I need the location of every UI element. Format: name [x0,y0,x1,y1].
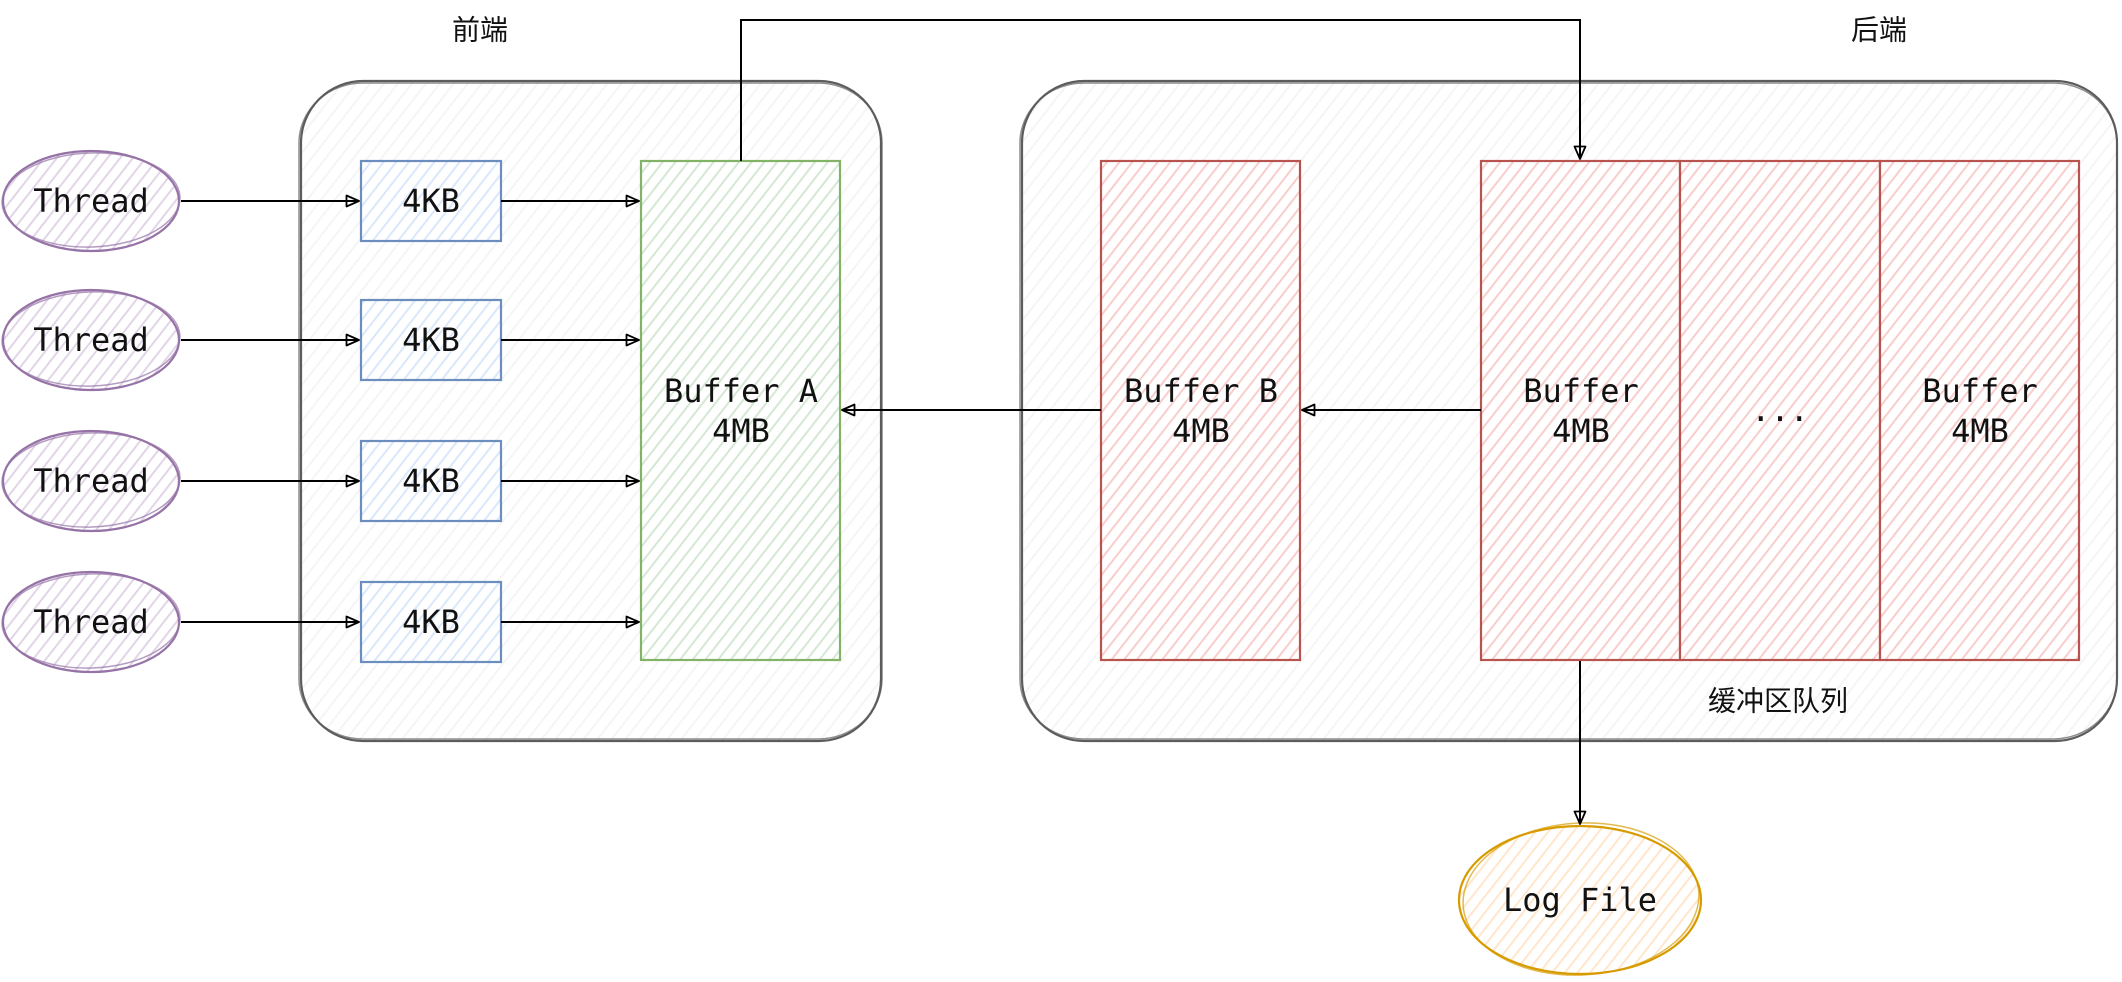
backend-title: 后端 [1851,14,1907,47]
thread-label: Thread [33,462,149,500]
chunk-4kb: 4KB [359,298,503,382]
thread-ellipse-sketch [1,432,181,528]
thread-label: Thread [33,182,149,220]
thread-node: Thread [1,288,181,392]
chunk-4kb: 4KB [359,580,503,664]
thread-ellipse [1,288,181,392]
chunk-box [359,298,503,382]
chunk-box [359,159,503,243]
queue-buffer-name: Buffer [1523,372,1639,410]
thread-node: Thread [1,429,181,533]
frontend-title: 前端 [452,14,508,47]
queue-ellipsis: ... [1751,391,1809,429]
queue-buffer-size: 4MB [1552,412,1610,450]
thread-ellipse-sketch [1,291,181,387]
chunk-label: 4KB [402,603,460,641]
thread-node: Thread [1,149,181,253]
chunk-box [359,580,503,664]
buffer-b: Buffer B 4MB [1099,159,1302,662]
buffer-queue: Buffer 4MB ... Buffer 4MB 缓冲区队列 [1479,159,2081,718]
buffer-a: Buffer A 4MB [639,159,842,662]
chunk-label: 4KB [402,462,460,500]
thread-label: Thread [33,321,149,359]
chunk-4kb: 4KB [359,159,503,243]
queue-buffer-more: ... [1678,159,1882,662]
queue-buffer-name: Buffer [1922,372,2038,410]
buffer-a-to-queue-arrow [740,19,1587,161]
thread-node: Thread [1,570,181,674]
buffer-b-name: Buffer B [1124,372,1278,410]
thread-ellipse-sketch [1,152,181,248]
queue-buffer-last: Buffer 4MB [1878,159,2081,662]
chunk-4kb: 4KB [359,439,503,523]
log-file-node: Log File [1457,822,1703,976]
edges [181,19,1587,825]
buffer-a-name: Buffer A [664,372,818,410]
queue-label: 缓冲区队列 [1708,685,1848,718]
buffer-b-box [1099,159,1302,662]
queue-buffer-box [1479,159,1682,662]
thread-ellipse [1,429,181,533]
chunk-label: 4KB [402,321,460,359]
buffer-b-size: 4MB [1172,412,1230,450]
thread-ellipse-sketch [1,573,181,669]
queue-more-box [1678,159,1882,662]
buffer-a-size: 4MB [712,412,770,450]
buffer-a-box [639,159,842,662]
queue-buffer-box [1878,159,2081,662]
queue-buffer-first: Buffer 4MB [1479,159,1682,662]
queue-buffer-size: 4MB [1951,412,2009,450]
chunk-box [359,439,503,523]
thread-ellipse [1,570,181,674]
thread-ellipse [1,149,181,253]
log-file-label: Log File [1503,881,1657,919]
log-file-ellipse [1457,824,1703,976]
thread-label: Thread [33,603,149,641]
chunk-label: 4KB [402,182,460,220]
